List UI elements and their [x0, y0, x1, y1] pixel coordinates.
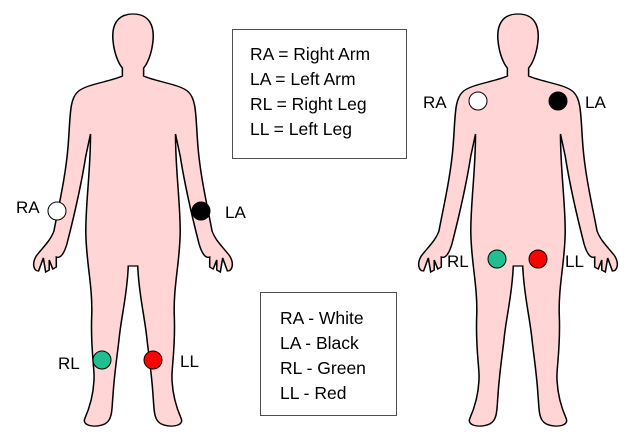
right-ll-label: LL [565, 252, 584, 271]
legend-la-color: LA - Black [280, 333, 359, 353]
right-ra-electrode [468, 91, 488, 111]
right-body-silhouette [417, 13, 619, 427]
right-la-electrode [548, 91, 568, 111]
left-rl-label: RL [58, 354, 80, 373]
legend-rl-color: RL - Green [280, 358, 366, 378]
legend-ra-name: RA = Right Arm [250, 44, 371, 64]
right-rl-electrode [487, 249, 507, 269]
legend-rl-name: RL = Right Leg [250, 94, 367, 114]
legend-ll-name: LL = Left Leg [250, 119, 353, 139]
right-rl-label: RL [447, 252, 469, 271]
right-figure [417, 13, 619, 427]
right-la-label: LA [585, 93, 606, 112]
left-ra-electrode [47, 201, 67, 221]
right-ll-electrode [528, 249, 548, 269]
left-rl-electrode [92, 350, 112, 370]
electrode-names-legend: RA = Right Arm LA = Left Arm RL = Right … [232, 29, 407, 159]
right-ra-label: RA [423, 93, 447, 112]
legend-ra-color: RA - White [280, 308, 364, 328]
left-ra-label: RA [16, 198, 40, 217]
legend-la-name: LA = Left Arm [250, 69, 356, 89]
left-ll-electrode [143, 350, 163, 370]
left-ll-label: LL [180, 352, 199, 371]
left-la-label: LA [225, 203, 246, 222]
electrode-colors-legend: RA - White LA - Black RL - Green LL - Re… [260, 292, 397, 416]
legend-ll-color: LL - Red [280, 383, 347, 403]
left-la-electrode [191, 201, 211, 221]
